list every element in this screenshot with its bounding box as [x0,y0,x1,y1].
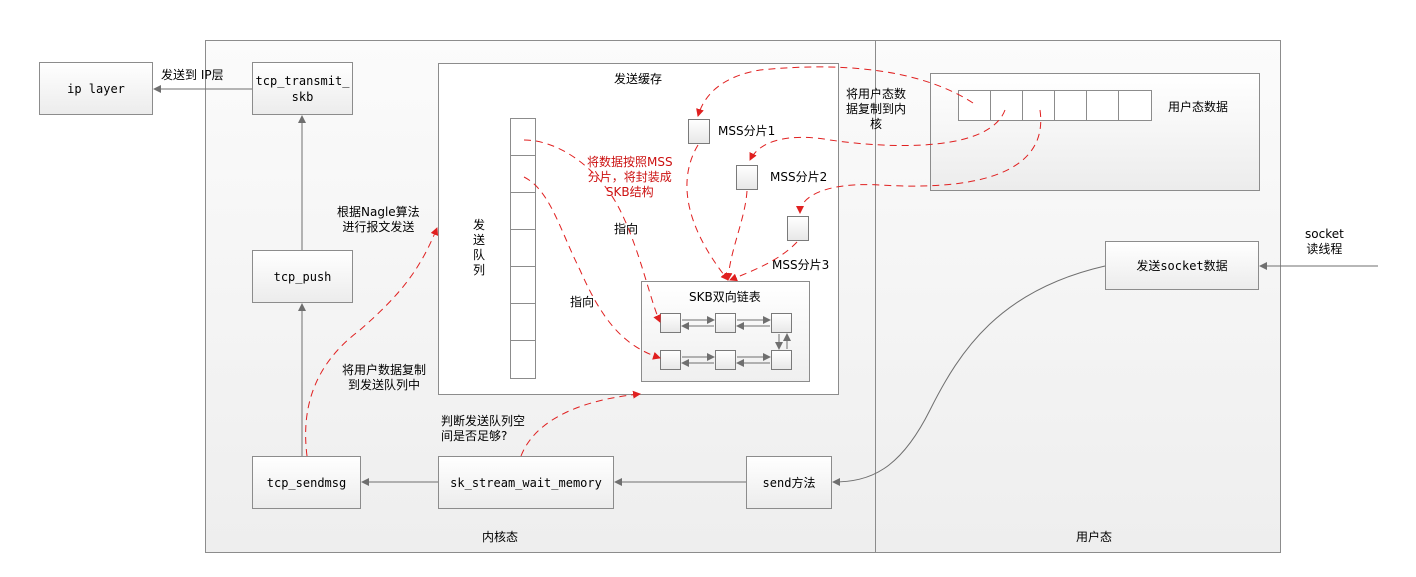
skb-node [771,313,792,333]
mss-fragment-1-label: MSS分片1 [718,124,776,138]
user-data-cell [990,90,1023,121]
queue-cell [510,266,536,304]
tcp-sendmsg-box: tcp_sendmsg [252,456,361,509]
mss-fragment-3-label: MSS分片3 [772,258,830,272]
dashed-wait-to-buffer [520,390,641,457]
user-data-cell [1086,90,1119,121]
dashed-sendmsg-to-queue [305,227,439,457]
skb-list-title: SKB双向链表 [689,290,761,304]
arrow-socket-data-to-send [832,265,1106,486]
mss-fragment-2-label: MSS分片2 [770,170,828,184]
check-space-label: 判断发送队列空 间是否足够? [441,414,526,443]
dashed-queue-to-node1 [523,139,661,323]
send-socket-data-box: 发送socket数据 [1105,241,1259,290]
dashed-queue-to-node2 [523,176,661,360]
skb-node [771,350,792,370]
tcp-transmit-skb-box: tcp_transmit_ skb [252,62,353,115]
user-data-cell [1118,90,1152,121]
skb-node [660,313,681,333]
point-to-label-2: 指向 [570,295,595,309]
user-data-label: 用户态数据 [1168,100,1229,114]
kernel-space-label: 内核态 [482,530,519,544]
mss-fragment-1 [688,119,710,144]
dashed-mss3-to-list [729,241,798,282]
copy-to-kernel-label: 将用户态数 据复制到内 核 [846,87,907,131]
copy-to-queue-label: 将用户数据复制 到发送队列中 [342,363,427,392]
tcp-push-box: tcp_push [252,250,353,303]
dashed-user-cell-to-mss2 [749,109,1006,161]
queue-cell [510,303,536,341]
dashed-mss2-to-list [724,190,748,281]
queue-cell [510,340,536,379]
send-buffer-title: 发送缓存 [614,72,663,86]
mss-fragment-2 [736,165,758,190]
send-to-ip-label: 发送到 IP层 [161,68,224,82]
send-queue-label: 发 送 队 列 [473,218,486,277]
sk-stream-wait-memory-box: sk_stream_wait_memory [438,456,614,509]
split-note: 将数据按照MSS 分片，将封装成 SKB结构 [587,155,673,199]
skb-node [715,313,736,333]
socket-thread-label: socket 读线程 [1305,227,1344,256]
ip-layer-box: ip layer [39,62,153,115]
nagle-label: 根据Nagle算法 进行报文发送 [337,205,420,234]
dashed-user-cell-to-mss1 [696,66,974,117]
send-queue [510,118,536,379]
dashed-user-cell-to-mss3 [796,109,1042,214]
user-data-cells [958,90,1152,121]
point-to-label-1: 指向 [614,222,639,236]
dashed-mss1-to-list [686,144,729,281]
mss-fragment-3 [787,216,809,241]
skb-node [660,350,681,370]
send-method-box: send方法 [746,456,832,509]
skb-node [715,350,736,370]
user-space-label: 用户态 [1076,530,1113,544]
